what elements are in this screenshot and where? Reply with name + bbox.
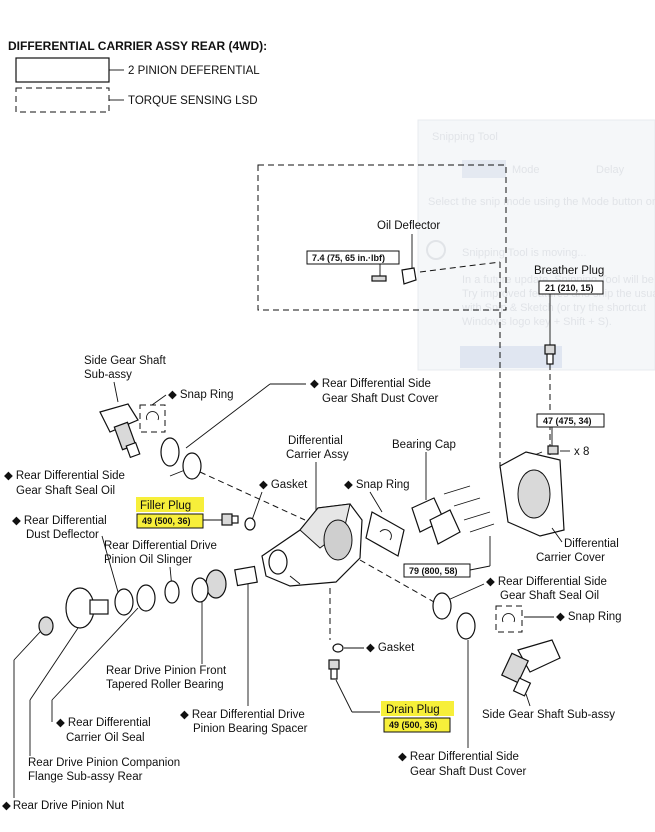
differential-carrier-housing	[261, 503, 363, 587]
snap-ring-center-label: ◆Snap Ring	[344, 479, 410, 491]
pinion-nut-part	[38, 616, 54, 636]
snap-ring-center-plate	[365, 511, 405, 557]
dust-cover-lower-label-2: Gear Shaft Dust Cover	[410, 766, 526, 778]
side-gear-shaft-right-label: Side Gear Shaft Sub-assy	[482, 709, 615, 721]
dust-cover-lower-label-1: ◆Rear Differential Side	[398, 751, 519, 763]
snap-ring-right-label: ◆Snap Ring	[556, 611, 622, 623]
carrier-oil-seal-part	[136, 584, 156, 612]
carrier-oil-seal-label-2: Carrier Oil Seal	[66, 732, 145, 744]
legend-dashed-label: TORQUE SENSING LSD	[128, 95, 258, 107]
drain-plug-highlight	[381, 701, 454, 716]
diagram-title: DIFFERENTIAL CARRIER ASSY REAR (4WD):	[8, 39, 267, 53]
pinion-nut-label: ◆Rear Drive Pinion Nut	[2, 800, 125, 812]
carrier-assy-label-1: Differential	[288, 435, 343, 447]
drive-pinion-front-bearing-part	[191, 569, 227, 603]
snap-ring-left-part	[146, 411, 159, 421]
companion-flange-label-1: Rear Drive Pinion Companion	[28, 757, 180, 769]
side-gear-shaft-left-part	[99, 403, 141, 459]
overlay-p3: with Snip & Sketch (or try the shortcut	[461, 302, 646, 314]
oil-deflector-torque-box	[306, 250, 400, 265]
overlay-delay: Delay	[596, 164, 625, 176]
bearing-cap-torque: 79 (800, 58)	[409, 566, 458, 576]
side-gear-shaft-right-part	[500, 639, 561, 697]
seal-oil-right-part	[432, 592, 452, 620]
seal-oil-right-label-1: ◆Rear Differential Side	[486, 576, 607, 588]
drain-plug-part	[328, 659, 340, 680]
oil-deflector-torque: 7.4 (75, 65 in.·lbf)	[312, 253, 385, 263]
filler-plug-label: Filler Plug	[140, 500, 191, 512]
seal-oil-left-part	[182, 452, 202, 480]
differential-carrier-cover-part	[499, 451, 565, 537]
breather-plug-torque-box	[538, 280, 604, 295]
carrier-oil-seal-label-1: ◆Rear Differential	[56, 717, 151, 729]
oil-deflector-part	[371, 267, 417, 285]
bearing-cap-label: Bearing Cap	[392, 439, 456, 451]
drain-plug-torque-box	[383, 717, 451, 733]
breather-plug-part	[544, 344, 556, 365]
overlay-heading: Snipping Tool is moving...	[462, 247, 587, 259]
snap-ring-left-label: ◆Snap Ring	[168, 389, 234, 401]
seal-oil-left-label-1: ◆Rear Differential Side	[4, 470, 125, 482]
side-gear-shaft-label-1: Side Gear Shaft	[84, 355, 167, 367]
oil-slinger-label-1: Rear Differential Drive	[104, 540, 217, 552]
snap-ring-left-box	[139, 404, 166, 433]
legend-solid-box	[15, 57, 110, 83]
overlay-tool-name: Snipping Tool	[432, 131, 498, 143]
carrier-cover-label-2: Carrier Cover	[536, 552, 605, 564]
overlay-line1: Select the snip mode using the Mode butt…	[428, 196, 655, 208]
dust-deflector-part	[114, 588, 134, 616]
seal-oil-left-label-2: Gear Shaft Seal Oil	[16, 485, 115, 497]
snap-ring-center-part	[379, 529, 392, 541]
snap-ring-right-part	[502, 613, 515, 623]
bearing-cap-part	[411, 485, 495, 545]
dust-deflector-label-1: ◆Rear Differential	[12, 515, 107, 527]
overlay-p1: In a future update, Snipping Tool will b…	[462, 274, 655, 286]
carrier-cover-torque: 47 (475, 34)	[543, 416, 592, 426]
carrier-assy-label-2: Carrier Assy	[286, 449, 349, 461]
filler-plug-torque: 49 (500, 36)	[142, 516, 191, 526]
snap-ring-right-box	[495, 605, 523, 633]
breather-plug-torque: 21 (210, 15)	[545, 283, 594, 293]
snipping-tool-overlay: Snipping Tool Mode Delay Select the snip…	[417, 119, 655, 371]
front-bearing-label-1: Rear Drive Pinion Front	[106, 665, 227, 677]
gasket-lower-label: ◆Gasket	[366, 642, 415, 654]
gasket-lower-part	[332, 643, 344, 653]
dust-cover-upper-label-1: ◆Rear Differential Side	[310, 378, 431, 390]
filler-plug-part	[221, 513, 239, 526]
bearing-spacer-part	[234, 565, 258, 587]
front-bearing-label-2: Tapered Roller Bearing	[106, 679, 224, 691]
gasket-upper-label: ◆Gasket	[259, 479, 308, 491]
dust-deflector-label-2: Dust Deflector	[26, 529, 99, 541]
legend-solid-label: 2 PINION DEFERENTIAL	[128, 65, 260, 77]
carrier-cover-label-1: Differential	[564, 538, 619, 550]
carrier-cover-torque-box	[536, 413, 605, 428]
side-gear-shaft-label-2: Sub-assy	[84, 369, 132, 381]
cover-bolt-qty: x 8	[574, 446, 589, 458]
legend-dashed-box	[15, 87, 110, 113]
bearing-cap-torque-box	[403, 563, 471, 578]
filler-plug-highlight	[136, 497, 204, 512]
bearing-spacer-label-1: ◆Rear Differential Drive	[180, 709, 305, 721]
dust-cover-lower-part	[456, 612, 476, 640]
dust-cover-upper-part	[160, 437, 180, 467]
companion-flange-part	[65, 587, 109, 629]
bearing-spacer-label-2: Pinion Bearing Spacer	[193, 723, 308, 735]
overlay-mode: Mode	[512, 164, 540, 176]
filler-plug-torque-box	[136, 513, 204, 529]
oil-deflector-label: Oil Deflector	[377, 220, 440, 232]
drain-plug-label: Drain Plug	[386, 704, 440, 716]
overlay-p4: Windows logo key + Shift + S).	[462, 316, 612, 328]
oil-slinger-part	[164, 580, 180, 604]
gasket-upper-part	[244, 517, 256, 531]
drain-plug-torque: 49 (500, 36)	[389, 720, 438, 730]
dust-cover-upper-label-2: Gear Shaft Dust Cover	[322, 393, 438, 405]
lsd-inset-box	[257, 164, 507, 311]
breather-plug-label: Breather Plug	[534, 265, 604, 277]
companion-flange-label-2: Flange Sub-assy Rear	[28, 771, 143, 783]
seal-oil-right-label-2: Gear Shaft Seal Oil	[500, 590, 599, 602]
oil-slinger-label-2: Pinion Oil Slinger	[104, 554, 192, 566]
